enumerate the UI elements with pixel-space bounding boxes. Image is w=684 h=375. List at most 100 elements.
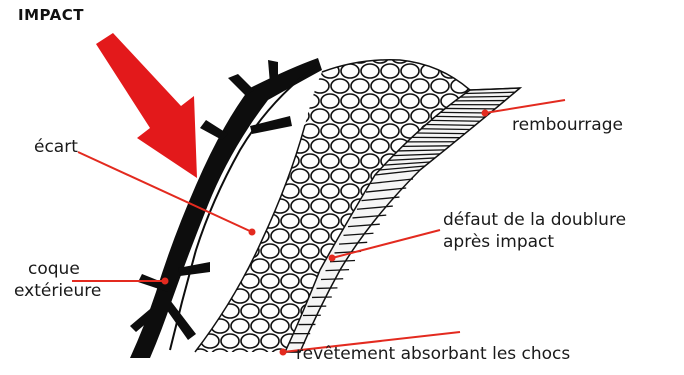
- foam-cell: [191, 49, 209, 63]
- foam-cell: [381, 244, 399, 258]
- foam-cell: [441, 274, 459, 288]
- padding-stripe: [460, 96, 510, 97]
- foam-cell: [451, 289, 469, 303]
- foam-cell: [211, 229, 229, 243]
- foam-cell: [411, 259, 429, 273]
- foam-cell: [381, 214, 399, 228]
- foam-cell: [341, 274, 359, 288]
- foam-cell: [451, 259, 469, 273]
- foam-cell: [411, 289, 429, 303]
- foam-cell: [211, 109, 229, 123]
- foam-cell: [261, 154, 279, 168]
- foam-cell: [451, 49, 469, 63]
- foam-cell: [191, 79, 209, 93]
- label-coque-line2: extérieure: [14, 281, 101, 301]
- diagram-title: IMPACT: [18, 6, 84, 24]
- label-ecart: écart: [34, 137, 78, 157]
- foam-cell: [391, 319, 409, 333]
- foam-cell: [261, 184, 279, 198]
- foam-cell: [241, 64, 259, 78]
- foam-liner: [171, 49, 480, 363]
- foam-cell: [421, 244, 439, 258]
- foam-cell: [211, 289, 229, 303]
- foam-cell: [291, 49, 309, 63]
- foam-cell: [411, 199, 429, 213]
- foam-cell: [401, 274, 419, 288]
- label-defaut-line1: défaut de la doublure: [443, 210, 626, 230]
- foam-cell: [431, 319, 449, 333]
- dot-rembourrage: [482, 110, 489, 117]
- foam-cell: [171, 169, 189, 183]
- foam-cell: [341, 304, 359, 318]
- foam-cell: [401, 214, 419, 228]
- foam-cell: [201, 94, 219, 108]
- foam-cell: [441, 154, 459, 168]
- foam-cell: [421, 304, 439, 318]
- foam-cell: [171, 49, 189, 63]
- foam-cell: [431, 49, 449, 63]
- label-coque-line1: coque: [28, 259, 80, 279]
- foam-cell: [231, 199, 249, 213]
- foam-cell: [331, 289, 349, 303]
- padding-stripe: [421, 129, 470, 130]
- foam-cell: [461, 304, 479, 318]
- label-revetement: revêtement absorbant les chocs: [296, 344, 570, 364]
- foam-cell: [461, 64, 479, 78]
- foam-cell: [371, 259, 389, 273]
- foam-cell: [281, 94, 299, 108]
- foam-cell: [431, 169, 449, 183]
- foam-cell: [421, 184, 439, 198]
- dot-coque: [162, 278, 169, 285]
- foam-cell: [171, 79, 189, 93]
- foam-cell: [211, 259, 229, 273]
- foam-cell: [451, 319, 469, 333]
- foam-cell: [431, 289, 449, 303]
- foam-cell: [461, 184, 479, 198]
- foam-cell: [371, 289, 389, 303]
- foam-cell: [191, 289, 209, 303]
- foam-cell: [181, 304, 199, 318]
- foam-cell: [271, 139, 289, 153]
- foam-cell: [451, 169, 469, 183]
- foam-cell: [251, 169, 269, 183]
- foam-cell: [421, 274, 439, 288]
- label-defaut-line2: après impact: [443, 232, 554, 252]
- padding-stripe: [436, 116, 485, 117]
- foam-cell: [331, 49, 349, 63]
- foam-cell: [211, 49, 229, 63]
- foam-cell: [461, 154, 479, 168]
- foam-cell: [381, 274, 399, 288]
- foam-cell: [221, 184, 239, 198]
- foam-cell: [361, 304, 379, 318]
- foam-cell: [291, 109, 309, 123]
- foam-cell: [251, 199, 269, 213]
- foam-cell: [411, 49, 429, 63]
- foam-cell: [181, 274, 199, 288]
- padding-stripe: [317, 288, 338, 289]
- foam-cell: [241, 154, 259, 168]
- foam-cell: [211, 79, 229, 93]
- foam-cell: [221, 94, 239, 108]
- foam-cell: [231, 229, 249, 243]
- foam-cell: [231, 169, 249, 183]
- foam-cell: [181, 64, 199, 78]
- foam-cell: [331, 319, 349, 333]
- foam-cell: [391, 199, 409, 213]
- foam-cell: [391, 259, 409, 273]
- foam-cell: [371, 229, 389, 243]
- foam-cell: [201, 274, 219, 288]
- foam-cell: [251, 49, 269, 63]
- foam-cell: [461, 274, 479, 288]
- foam-cell: [421, 214, 439, 228]
- dot-defaut: [329, 255, 336, 262]
- foam-cell: [401, 304, 419, 318]
- foam-cell: [361, 274, 379, 288]
- foam-cell: [351, 289, 369, 303]
- foam-cell: [441, 184, 459, 198]
- foam-cell: [231, 49, 249, 63]
- foam-cell: [221, 244, 239, 258]
- foam-cell: [271, 49, 289, 63]
- foam-cell: [221, 274, 239, 288]
